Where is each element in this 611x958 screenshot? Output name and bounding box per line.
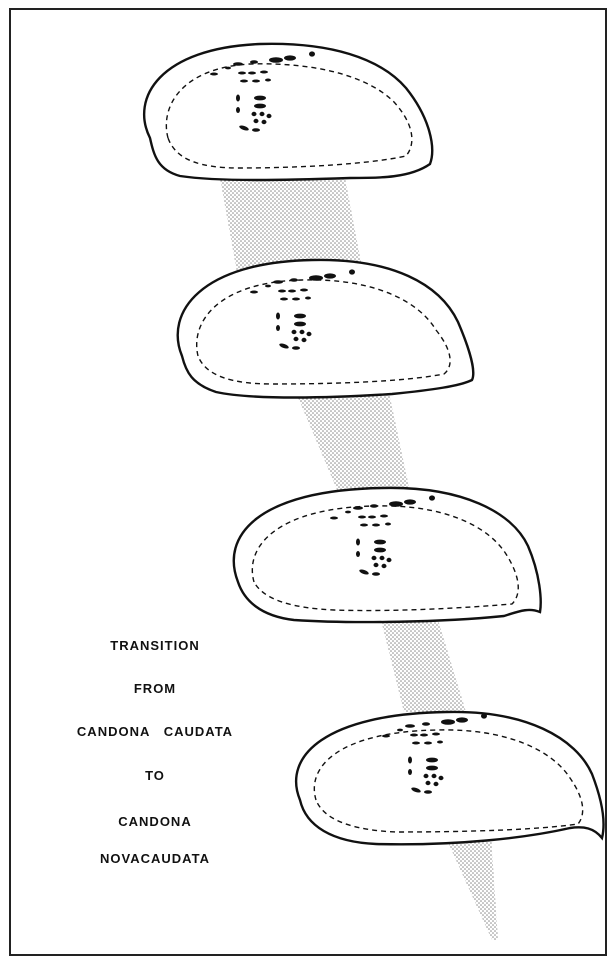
evolution-band (294, 388, 410, 492)
ostracod-shell-1 (144, 44, 432, 180)
ostracod-shell-3 (234, 488, 541, 622)
caption-line-from: FROM (40, 681, 270, 696)
caption-line-to: TO (40, 768, 270, 783)
caption-line-novacaudata: NOVACAUDATA (40, 851, 270, 866)
caption-line-candona-caudata: CANDONA CAUDATA (40, 724, 270, 739)
caption-line-candona: CANDONA (40, 814, 270, 829)
ostracod-shell-4 (296, 712, 603, 844)
caption-line-transition: TRANSITION (40, 638, 270, 653)
ostracod-shell-2 (178, 260, 474, 398)
